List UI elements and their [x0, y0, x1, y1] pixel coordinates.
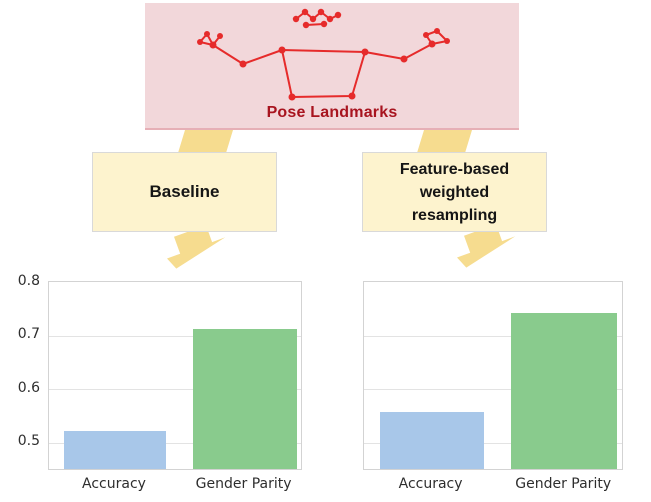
x-tick-label: Gender Parity [195, 476, 292, 492]
resampling-box-label: Feature-based weighted resampling [400, 158, 509, 227]
y-tick-label: 0.5 [17, 433, 40, 450]
x-tick-label: Accuracy [82, 476, 146, 492]
resampling-label-line-1: Feature-based [399, 160, 510, 178]
x-tick-label: Accuracy [398, 476, 463, 492]
pose-panel-label: Pose Landmarks [266, 104, 398, 121]
resampling-label-line-3: resampling [411, 206, 498, 224]
y-tick-label: 0.7 [17, 326, 40, 343]
resampling-box: Feature-based weighted resampling [362, 152, 547, 232]
pose-landmarks-panel: Pose Landmarks [145, 3, 519, 130]
baseline-box-label: Baseline [149, 182, 220, 201]
gridline [364, 442, 622, 444]
gridline [49, 389, 301, 391]
y-tick-label: 0.8 [17, 273, 40, 290]
plot-area [363, 281, 623, 470]
gridline [364, 335, 622, 337]
bar-gender-parity [510, 313, 618, 469]
plot-area [48, 281, 302, 470]
bar-accuracy [64, 430, 166, 469]
bar-accuracy [379, 411, 484, 469]
arrow-pose-to-baseline [178, 130, 233, 153]
gridline [364, 389, 622, 391]
gridline [49, 335, 301, 337]
resampling-label-line-2: weighted [419, 183, 490, 201]
pose-skeleton-icon [197, 8, 450, 101]
gridline [49, 442, 301, 444]
y-tick-label: 0.6 [17, 379, 40, 396]
arrow-pose-to-resampling [417, 130, 472, 153]
bar-gender-parity [192, 329, 297, 469]
x-tick-label: Gender Parity [515, 476, 612, 492]
baseline-box: Baseline [92, 152, 277, 232]
